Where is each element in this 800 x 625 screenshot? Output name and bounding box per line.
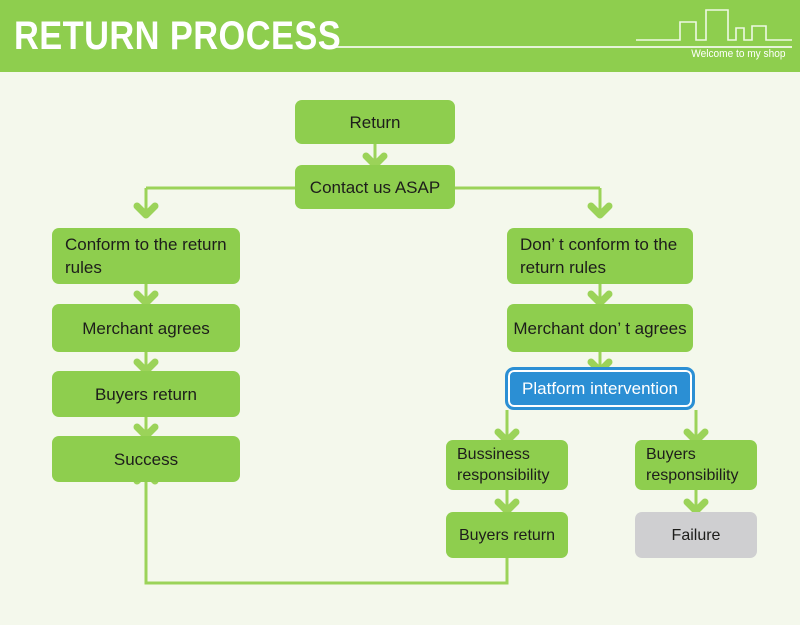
node-platform-intervention[interactable]: Platform intervention <box>505 367 695 410</box>
node-merchant-dont-agrees-label: Merchant don’ t agrees <box>513 318 687 338</box>
arrowhead-notconform-merchantnot <box>587 290 613 307</box>
arrowhead-split-left <box>133 202 159 219</box>
node-merchant-agrees-label: Merchant agrees <box>82 318 210 338</box>
node-buyers-responsibility-label: Buyers responsibility <box>646 446 739 484</box>
header-tagline: Welcome to my shop <box>691 48 786 60</box>
node-buyers-return-left-label: Buyers return <box>94 384 198 404</box>
node-failure-label: Failure <box>671 526 721 544</box>
flowchart-canvas: Return Contact us ASAP Conform to the re… <box>0 72 800 625</box>
node-buyers-return-right[interactable]: Buyers return <box>446 512 568 558</box>
node-merchant-dont-agrees[interactable]: Merchant don’ t agrees <box>507 304 693 352</box>
header-divider-line <box>336 46 792 48</box>
page-header: RETURN PROCESS Welcome to my shop <box>0 0 800 72</box>
node-contact-us-asap-label: Contact us ASAP <box>309 177 441 197</box>
node-return[interactable]: Return <box>295 100 455 144</box>
page-title: RETURN PROCESS <box>14 14 342 58</box>
node-buyers-responsibility[interactable]: Buyers responsibility <box>635 440 757 490</box>
node-buyers-return-left[interactable]: Buyers return <box>52 371 240 417</box>
node-dont-conform-to-return-rules-label: Don’ t conform to the return rules <box>520 235 678 277</box>
node-success-label: Success <box>113 449 179 469</box>
node-platform-intervention-label: Platform intervention <box>522 379 678 398</box>
arrowhead-split-right <box>587 202 613 219</box>
arrowhead-business-buyersreturn <box>494 498 520 515</box>
city-skyline-icon <box>636 9 792 41</box>
node-conform-to-return-rules-label: Conform to the return rules <box>65 235 227 277</box>
node-business-responsibility[interactable]: Bussiness responsibility <box>446 440 568 490</box>
node-conform-to-return-rules[interactable]: Conform to the return rules <box>52 228 240 284</box>
node-failure[interactable]: Failure <box>635 512 757 558</box>
node-buyers-return-right-label: Buyers return <box>458 526 556 544</box>
node-return-label: Return <box>349 112 401 132</box>
node-success[interactable]: Success <box>52 436 240 482</box>
node-dont-conform-to-return-rules[interactable]: Don’ t conform to the return rules <box>507 228 693 284</box>
arrowhead-buyersresp-failure <box>683 498 709 515</box>
node-business-responsibility-label: Bussiness responsibility <box>457 446 550 484</box>
node-merchant-agrees[interactable]: Merchant agrees <box>52 304 240 352</box>
edge-loop-back-to-success <box>144 472 509 585</box>
arrowhead-conform-merchant <box>133 290 159 307</box>
node-contact-us-asap[interactable]: Contact us ASAP <box>295 165 455 209</box>
